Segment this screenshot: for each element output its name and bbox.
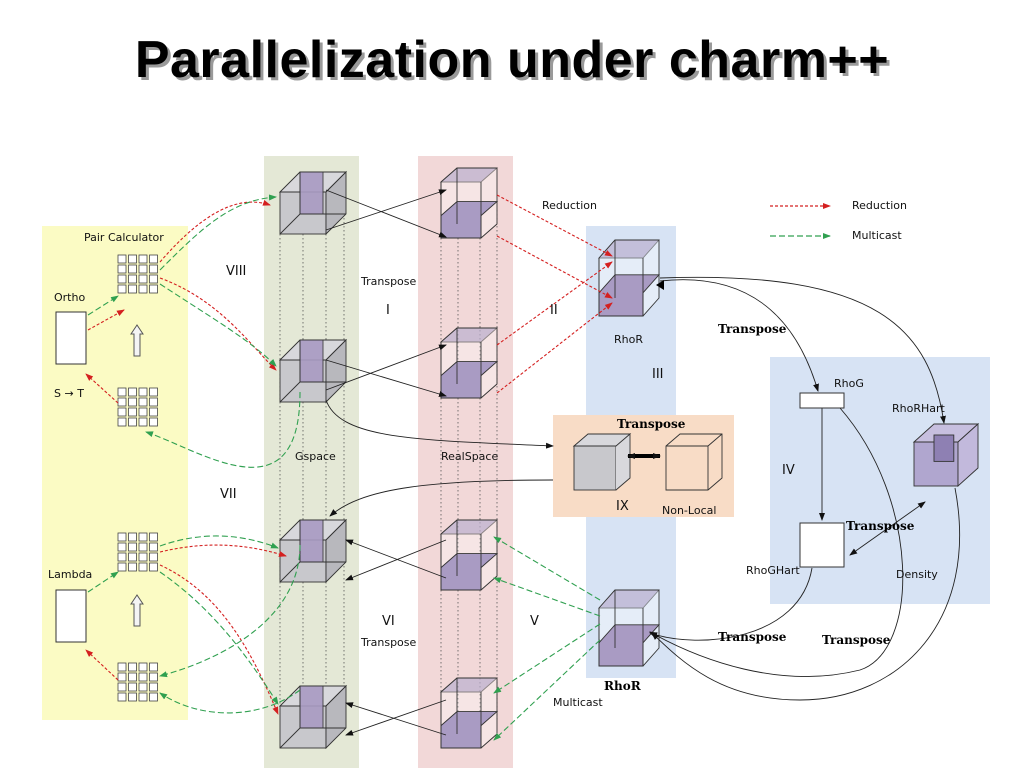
up-arrow-icon (130, 594, 144, 627)
cube (572, 433, 632, 491)
transpose-density-label: Transpose (846, 519, 915, 533)
step-vi-label: VI (382, 614, 395, 629)
lambda-box (55, 589, 87, 643)
transpose-label-top: Transpose (360, 275, 417, 288)
realspace-dotted-lines (440, 210, 498, 720)
up-arrow-icon (130, 324, 144, 357)
cubes (278, 167, 980, 750)
lambda-label: Lambda (48, 568, 92, 581)
cube (912, 422, 980, 488)
legend-reduction-label: Reduction (852, 199, 907, 212)
step-ix-label: IX (616, 499, 629, 514)
step-vii-label: VII (220, 487, 237, 502)
step-viii-label: VIII (226, 264, 246, 279)
gspace-label: Gspace (295, 450, 336, 463)
matrix-grid (117, 532, 158, 572)
cube (278, 684, 348, 750)
matrix-grid (117, 662, 158, 702)
step-ii-label: II (550, 303, 558, 318)
page-title: Parallelization under charm++ (134, 31, 890, 89)
step-iv-label: IV (782, 463, 795, 478)
step-i-label: I (386, 303, 390, 318)
cube (439, 677, 499, 749)
transpose-low-label-2: Transpose (822, 633, 891, 647)
rhoghart-box (799, 522, 845, 568)
legend-multicast-label: Multicast (852, 229, 902, 242)
rhor-label-top: RhoR (614, 333, 643, 346)
multicast-arrows (87, 194, 601, 741)
cube (597, 239, 661, 317)
s-to-t-label: S → T (54, 387, 84, 400)
cube (278, 518, 348, 584)
ortho-label: Ortho (54, 291, 85, 304)
rhog-box (799, 392, 845, 409)
transpose-nonlocal-label: Transpose (617, 417, 686, 431)
transpose-low-label-1: Transpose (718, 630, 787, 644)
multicast-label: Multicast (553, 696, 603, 709)
gspace-dotted-lines (279, 210, 345, 705)
non-local-label: Non-Local (662, 504, 716, 517)
rhor-label-bottom: RhoR (604, 679, 642, 693)
rhorhart-label: RhoRHart (892, 402, 946, 415)
pair-calculator-label: Pair Calculator (84, 231, 164, 244)
realspace-label: RealSpace (441, 450, 498, 463)
rhog-label: RhoG (834, 377, 864, 390)
density-label: Density (896, 568, 938, 581)
cube (597, 589, 661, 667)
cube (439, 327, 499, 399)
transpose-lines (325, 189, 447, 736)
rhoghart-label: RhoGHart (746, 564, 800, 577)
transpose-rhor-label: Transpose (718, 322, 787, 336)
reduction-label: Reduction (542, 199, 597, 212)
cube (439, 167, 499, 239)
cube (439, 519, 499, 591)
transpose-label-bottom: Transpose (360, 636, 417, 649)
density-curves (325, 276, 960, 701)
step-iii-label: III (652, 367, 664, 382)
rhor-entry-arrow (656, 280, 664, 290)
pair-calculator-grids (117, 254, 158, 702)
ortho-box (55, 311, 87, 365)
cube (278, 170, 348, 236)
matrix-grid (117, 254, 158, 294)
reduction-arrows (85, 194, 613, 715)
cube (278, 338, 348, 404)
cube (665, 433, 723, 491)
step-v-label: V (530, 614, 539, 629)
matrix-grid (117, 387, 158, 427)
